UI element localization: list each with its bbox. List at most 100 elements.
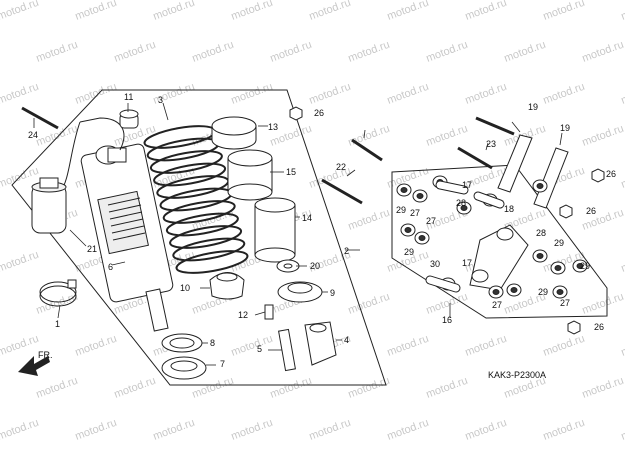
front-marker: FR.: [38, 350, 53, 360]
callout-14: 14: [302, 213, 312, 223]
callout-3: 3: [158, 95, 163, 105]
watermark-text: motod.ru: [73, 81, 118, 107]
spring-coil: [153, 162, 227, 187]
watermark-text: motod.ru: [619, 417, 625, 443]
bearing-bore: [536, 183, 544, 189]
bearing-bore: [492, 289, 500, 295]
watermark-text: motod.ru: [619, 81, 625, 107]
bearing-bore: [404, 227, 412, 233]
watermark-text: motod.ru: [151, 417, 196, 443]
callout-7: 7: [220, 359, 225, 369]
bearing-bore: [556, 289, 564, 295]
bearing-bore: [460, 205, 468, 211]
bearing-bore: [400, 187, 408, 193]
watermark-text: motod.ru: [463, 81, 508, 107]
leader-lines: [33, 102, 563, 366]
watermark-text: motod.ru: [268, 39, 313, 65]
bolt-22: [321, 178, 363, 205]
spring-stopper: [277, 281, 323, 303]
watermark-text: motod.ru: [385, 417, 430, 443]
bump-stop: [209, 272, 245, 300]
callout-17: 17: [462, 258, 472, 268]
spring-coil: [175, 250, 249, 274]
bearing-bore: [576, 263, 584, 269]
callout-27: 27: [410, 208, 420, 218]
bolt-23-upper: [475, 116, 515, 136]
watermark-text: motod.ru: [0, 417, 40, 443]
bolt-25: [351, 138, 383, 162]
hose-clamp: [39, 279, 77, 307]
callout-30: 30: [430, 259, 440, 269]
bolt-24: [21, 106, 59, 130]
callout-24: 24: [28, 130, 38, 140]
bump-sleeve: [227, 149, 273, 201]
watermark-text: motod.ru: [385, 333, 430, 359]
watermark-text: motod.ru: [502, 39, 547, 65]
watermark-text: motod.ru: [580, 39, 625, 65]
watermark-text: motod.ru: [112, 39, 157, 65]
watermark-text: motod.ru: [346, 123, 391, 149]
spring-coil: [169, 225, 243, 249]
reservoir: [31, 177, 67, 234]
watermark-text: motod.ru: [580, 123, 625, 149]
bearing-bore: [418, 235, 426, 241]
watermark-text: motod.ru: [0, 0, 40, 23]
watermark-text: motod.ru: [0, 81, 40, 107]
watermark-text: motod.ru: [424, 39, 469, 65]
callout-15: 15: [286, 167, 296, 177]
spring-coil: [149, 150, 223, 174]
watermark-text: motod.ru: [580, 375, 625, 401]
watermark-text: motod.ru: [346, 207, 391, 233]
bolt-23: [457, 146, 493, 170]
callout-29: 29: [580, 261, 590, 271]
spring-sleeve: [254, 197, 296, 263]
callout-27: 27: [426, 216, 436, 226]
callout-8: 8: [210, 338, 215, 348]
watermark-text: motod.ru: [229, 81, 274, 107]
bearing-bore: [554, 265, 562, 271]
callout-19: 19: [528, 102, 538, 112]
spring-coil: [165, 212, 239, 237]
callout-16: 16: [442, 315, 452, 325]
watermark-text: motod.ru: [229, 0, 274, 23]
diagram-code: KAK3-P2300A: [488, 370, 546, 380]
watermark-text: motod.ru: [541, 333, 586, 359]
watermark-text: motod.ru: [190, 375, 235, 401]
watermark-text: motod.ru: [424, 375, 469, 401]
callout-27: 27: [560, 298, 570, 308]
watermark-text: motod.ru: [73, 417, 118, 443]
watermark-text: motod.ru: [151, 0, 196, 23]
adjuster-nut: [161, 333, 207, 380]
watermark-text: motod.ru: [73, 333, 118, 359]
watermark-text: motod.ru: [385, 81, 430, 107]
watermark-text: motod.ru: [268, 375, 313, 401]
spring-coil: [162, 200, 236, 224]
callout-20: 20: [310, 261, 320, 271]
watermark-text: motod.ru: [463, 0, 508, 23]
callout-12: 12: [238, 310, 248, 320]
collar: [278, 328, 296, 372]
callout-10: 10: [180, 283, 190, 293]
callout-28: 28: [456, 198, 466, 208]
watermark-text: motod.ru: [229, 333, 274, 359]
watermark-text: motod.ru: [346, 291, 391, 317]
callout-18: 18: [504, 204, 514, 214]
callout-9: 9: [330, 288, 335, 298]
callout-27: 27: [492, 300, 502, 310]
callout-5: 5: [257, 344, 262, 354]
watermark-text: motod.ru: [463, 333, 508, 359]
shock-absorber: [59, 117, 174, 332]
callout-26: 26: [586, 206, 596, 216]
nut-26: [289, 106, 605, 335]
watermark-text: motod.ru: [307, 417, 352, 443]
watermark-text: motod.ru: [307, 0, 352, 23]
watermark-text: motod.ru: [463, 417, 508, 443]
watermark-text: motod.ru: [424, 291, 469, 317]
callout-29: 29: [554, 238, 564, 248]
shock-group-outline: [11, 89, 387, 386]
callout-26: 26: [606, 169, 616, 179]
callout-1: 1: [55, 319, 60, 329]
watermark-text: motod.ru: [34, 291, 79, 317]
